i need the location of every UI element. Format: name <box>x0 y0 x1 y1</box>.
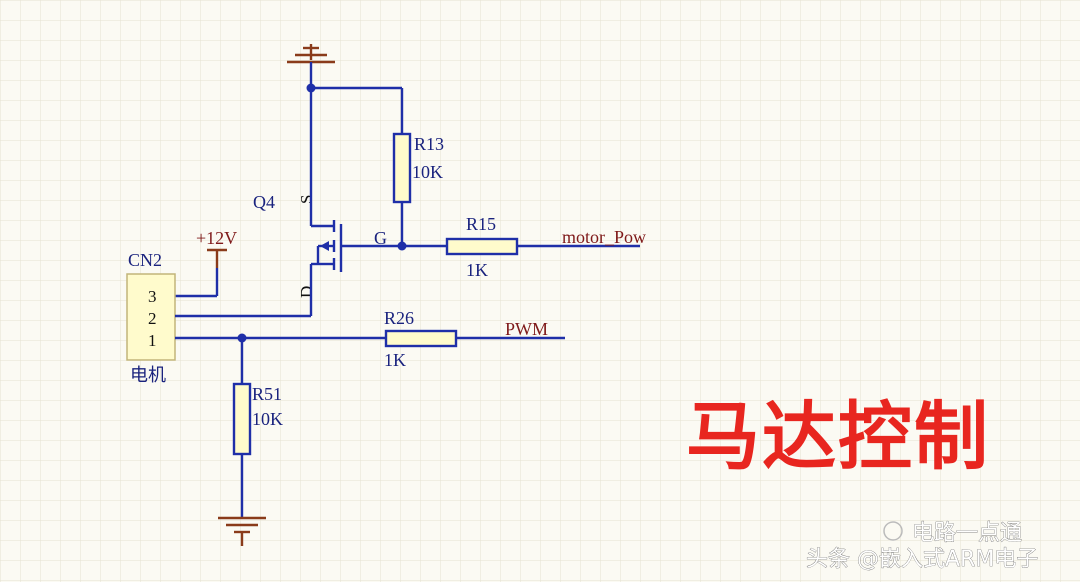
cn2-designator: CN2 <box>128 250 162 270</box>
r51-value: 10K <box>252 409 283 429</box>
r13-value: 10K <box>412 162 443 182</box>
q4-pin-d: D <box>297 286 316 298</box>
q4-designator: Q4 <box>253 192 275 212</box>
r15-value: 1K <box>466 260 488 280</box>
watermark-line1: 电路一点通 <box>912 521 1022 546</box>
resistor-r13 <box>392 132 412 204</box>
cn2-name: 电机 <box>130 365 166 386</box>
net-label-12v: +12V <box>196 228 237 248</box>
cn2-pin-3: 3 <box>148 287 157 306</box>
net-label-motor-pow: motor_Pow <box>562 227 646 247</box>
resistor-r51 <box>232 382 252 456</box>
resistor-r15 <box>445 237 519 256</box>
r51-designator: R51 <box>252 384 282 404</box>
r13-designator: R13 <box>414 134 444 154</box>
r15-designator: R15 <box>466 214 496 234</box>
cn2-pin-2: 2 <box>148 309 157 328</box>
watermark-line2: 头条 @嵌入式ARM电子 <box>806 547 1038 572</box>
watermark: 电路一点通 头条 @嵌入式ARM电子 <box>806 521 1039 573</box>
wechat-logo-icon <box>883 521 903 541</box>
connector-cn2-body <box>126 273 176 361</box>
diagram-title: 马达控制 <box>686 394 990 480</box>
ground-icon <box>218 516 266 546</box>
r26-designator: R26 <box>384 308 414 328</box>
net-label-pwm: PWM <box>505 319 548 339</box>
q4-pin-g: G <box>374 228 387 248</box>
cn2-pin-1: 1 <box>148 331 157 350</box>
power-flag-icon <box>207 248 227 268</box>
mosfet-arrow-icon <box>320 241 329 251</box>
q4-pin-s: S <box>297 195 316 204</box>
resistor-r26 <box>384 329 458 348</box>
r26-value: 1K <box>384 350 406 370</box>
